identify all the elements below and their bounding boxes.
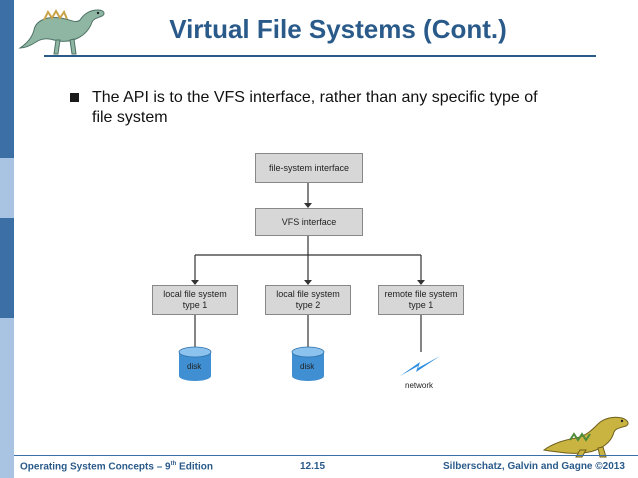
remote-fs-type1-box: remote file system type 1 [378,285,464,315]
network-label: network [405,381,434,390]
box-label: VFS interface [281,216,337,227]
disk-label: disk [300,362,315,371]
sidebar-segment-dark [0,0,14,158]
lightning-bolt-icon [400,356,440,376]
dinosaur-icon [18,8,105,55]
arrowhead [304,280,312,285]
footer-rule [14,455,638,456]
local-fs-type2-box: local file system type 2 [265,285,351,315]
arrowhead [304,203,312,208]
footer-left: Operating System Concepts – 9th Edition [20,461,213,472]
footer-ordinal: th [170,461,177,467]
box-label-line1: remote file system [384,289,458,299]
box-label-line2: type 1 [408,300,434,310]
box-label-line2: type 2 [295,300,321,310]
box-label-line1: local file system [276,289,340,299]
slide-title: Virtual File Systems (Cont.) [169,14,507,44]
box-label-line2: type 1 [182,300,208,310]
footer-edition: Edition [176,461,213,473]
vfs-interface-box: VFS interface [255,208,363,236]
sidebar-segment-dark [0,218,14,318]
local-fs-type1-box: local file system type 1 [152,285,238,315]
footer-copyright: Silberschatz, Galvin and Gagne ©2013 [443,461,625,472]
disk-cylinder-icon [178,346,212,381]
sidebar-segment-light [0,158,14,218]
bullet-square-icon [70,93,79,102]
slide-number: 12.15 [300,461,326,472]
box-label: file-system interface [268,162,350,173]
dinosaur-icon [542,416,629,458]
sidebar-segment-light [0,318,14,478]
disk-label: disk [187,362,202,371]
box-label-line1: local file system [163,289,227,299]
arrowhead [417,280,425,285]
footer-book-title: Operating System Concepts – 9 [20,461,171,473]
arrowhead [191,280,199,285]
file-system-interface-box: file-system interface [255,153,363,183]
title-underline [44,55,596,57]
bullet-text: The API is to the VFS interface, rather … [92,89,538,126]
disk-cylinder-icon [291,346,325,381]
left-sidebar-stripe [0,0,14,478]
